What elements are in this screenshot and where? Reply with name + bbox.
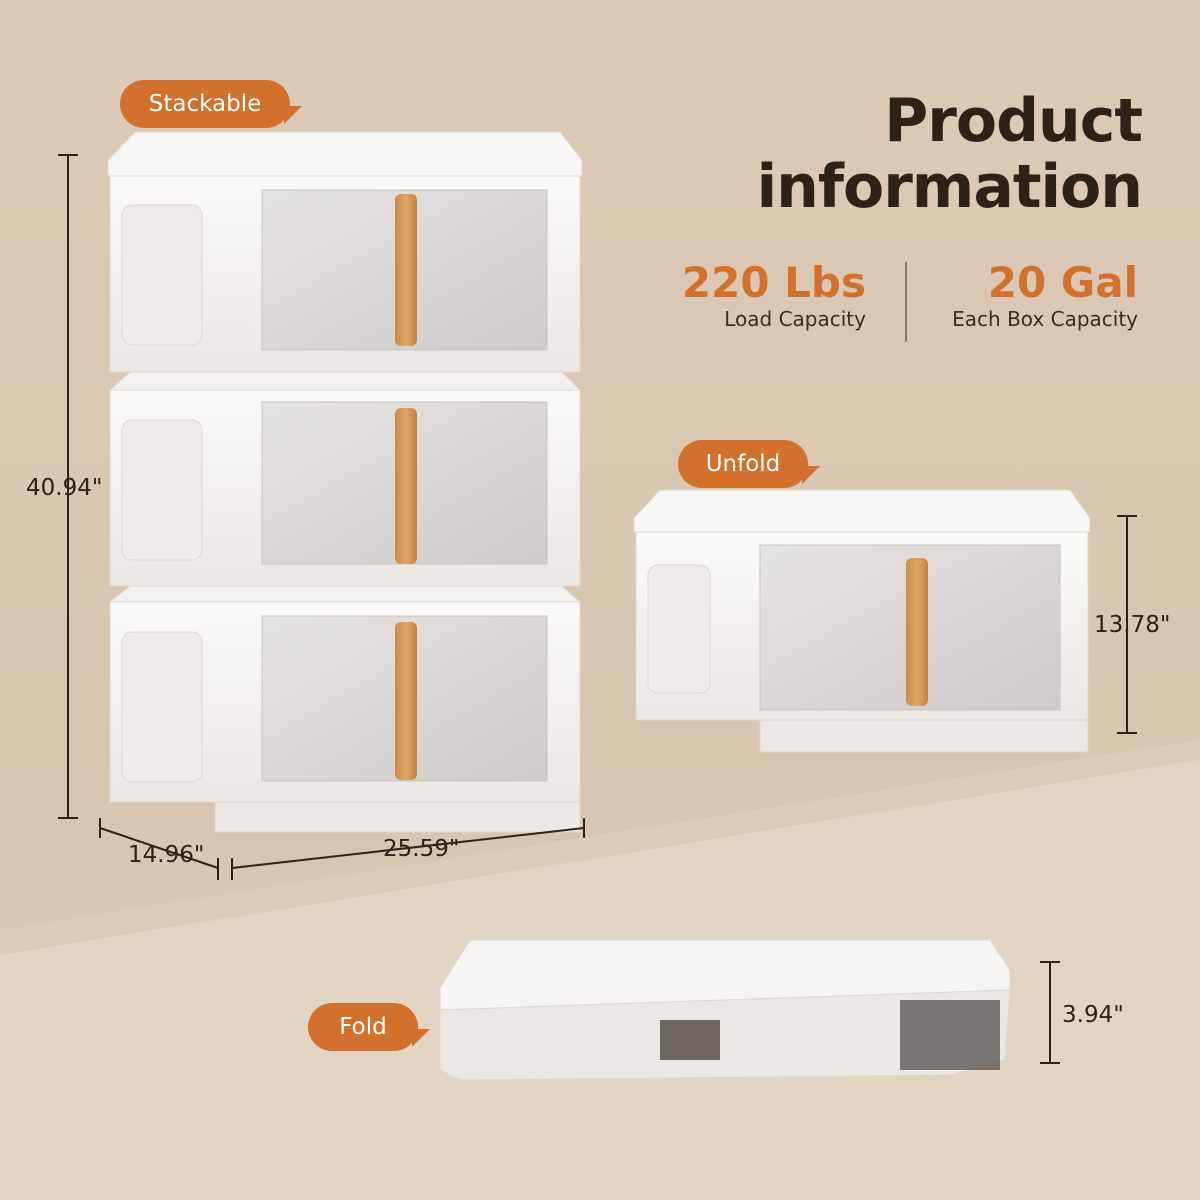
- tag-unfold: Unfold: [678, 440, 820, 488]
- headline: Product information: [756, 86, 1143, 222]
- stat-box-value: 20 Gal: [987, 258, 1138, 307]
- stat-load-label: Load Capacity: [724, 307, 866, 331]
- stat-box-capacity: 20 Gal Each Box Capacity: [952, 258, 1138, 331]
- stats-divider: [905, 262, 907, 342]
- stat-box-label: Each Box Capacity: [952, 307, 1138, 331]
- stat-load-capacity: 220 Lbs Load Capacity: [682, 258, 866, 331]
- dim-depth: 14.96": [128, 842, 205, 868]
- stat-load-value: 220 Lbs: [681, 258, 866, 307]
- headline-line-2: information: [756, 152, 1143, 222]
- dim-unfold-height: 13.78": [1094, 612, 1171, 638]
- dim-stack-height: 40.94": [26, 475, 103, 501]
- tag-fold: Fold: [308, 1003, 430, 1051]
- tag-stackable: Stackable: [120, 80, 302, 128]
- headline-line-1: Product: [884, 86, 1143, 156]
- dim-width: 25.59": [383, 836, 460, 862]
- dim-fold-height: 3.94": [1062, 1002, 1124, 1028]
